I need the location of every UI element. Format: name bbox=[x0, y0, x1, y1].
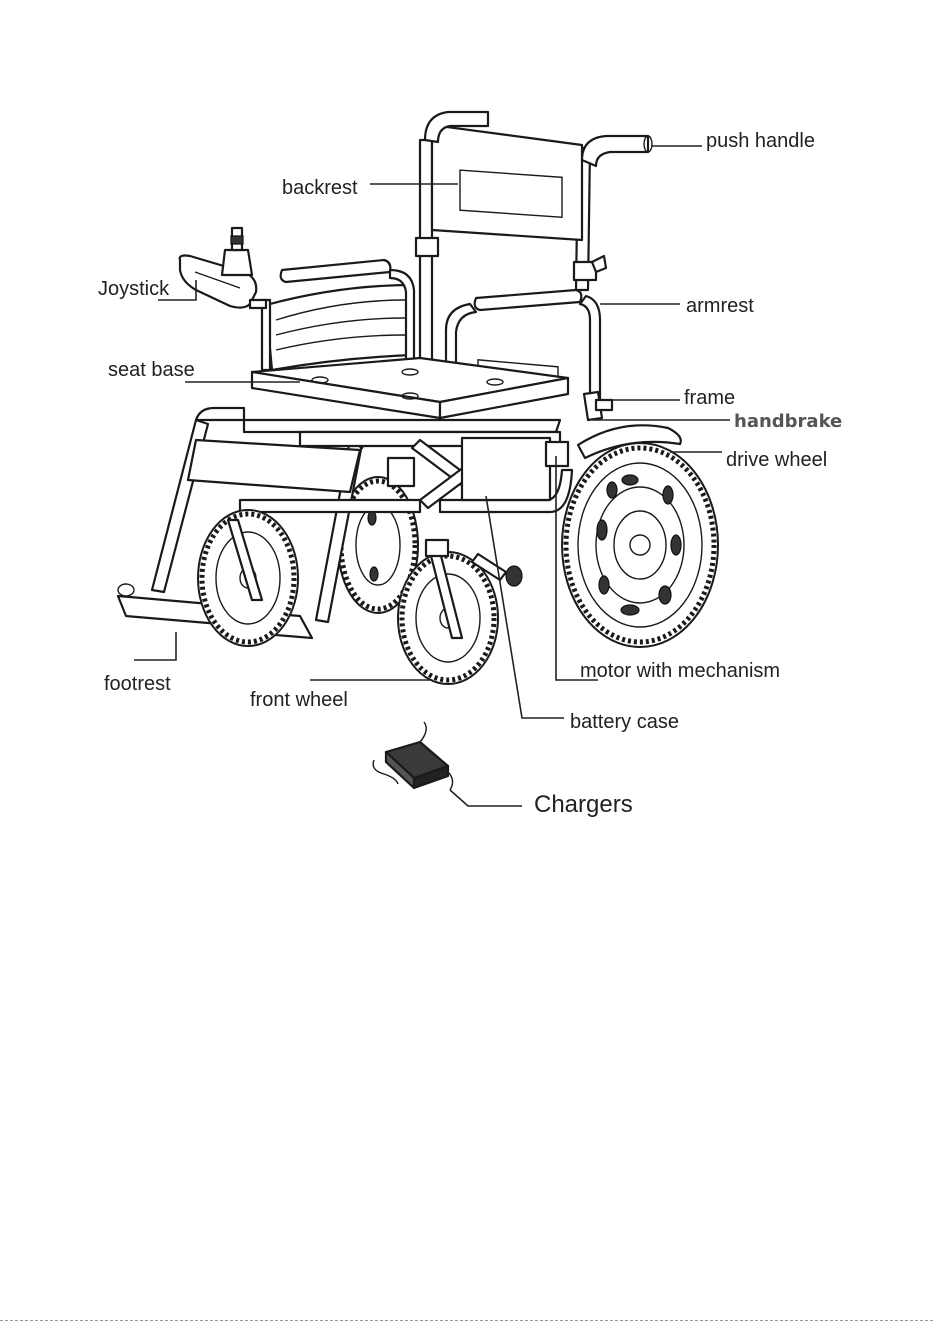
label-drive-wheel: drive wheel bbox=[726, 449, 827, 471]
label-push-handle: push handle bbox=[706, 130, 815, 152]
leader-footrest bbox=[134, 632, 176, 660]
label-handbrake: handbrake bbox=[734, 411, 842, 432]
label-battery-case: battery case bbox=[570, 711, 679, 733]
label-backrest: backrest bbox=[282, 177, 358, 199]
label-joystick: Joystick bbox=[98, 278, 170, 300]
page-bottom-rule bbox=[0, 1320, 933, 1321]
charger-graphic bbox=[373, 722, 452, 790]
seat-base-graphic bbox=[252, 358, 568, 418]
label-chargers: Chargers bbox=[534, 791, 633, 818]
wheelchair-illustration bbox=[118, 112, 718, 684]
label-motor-with-mechanism: motor with mechanism bbox=[580, 660, 780, 682]
drive-wheel-graphic bbox=[562, 425, 718, 647]
label-front-wheel: front wheel bbox=[250, 689, 348, 711]
label-seat-base: seat base bbox=[108, 359, 195, 381]
label-armrest: armrest bbox=[686, 295, 754, 317]
label-frame: frame bbox=[684, 387, 735, 409]
joystick-graphic bbox=[180, 228, 266, 308]
leader-chargers bbox=[450, 790, 522, 806]
side-panel-graphic bbox=[262, 260, 414, 370]
label-footrest: footrest bbox=[104, 673, 171, 695]
